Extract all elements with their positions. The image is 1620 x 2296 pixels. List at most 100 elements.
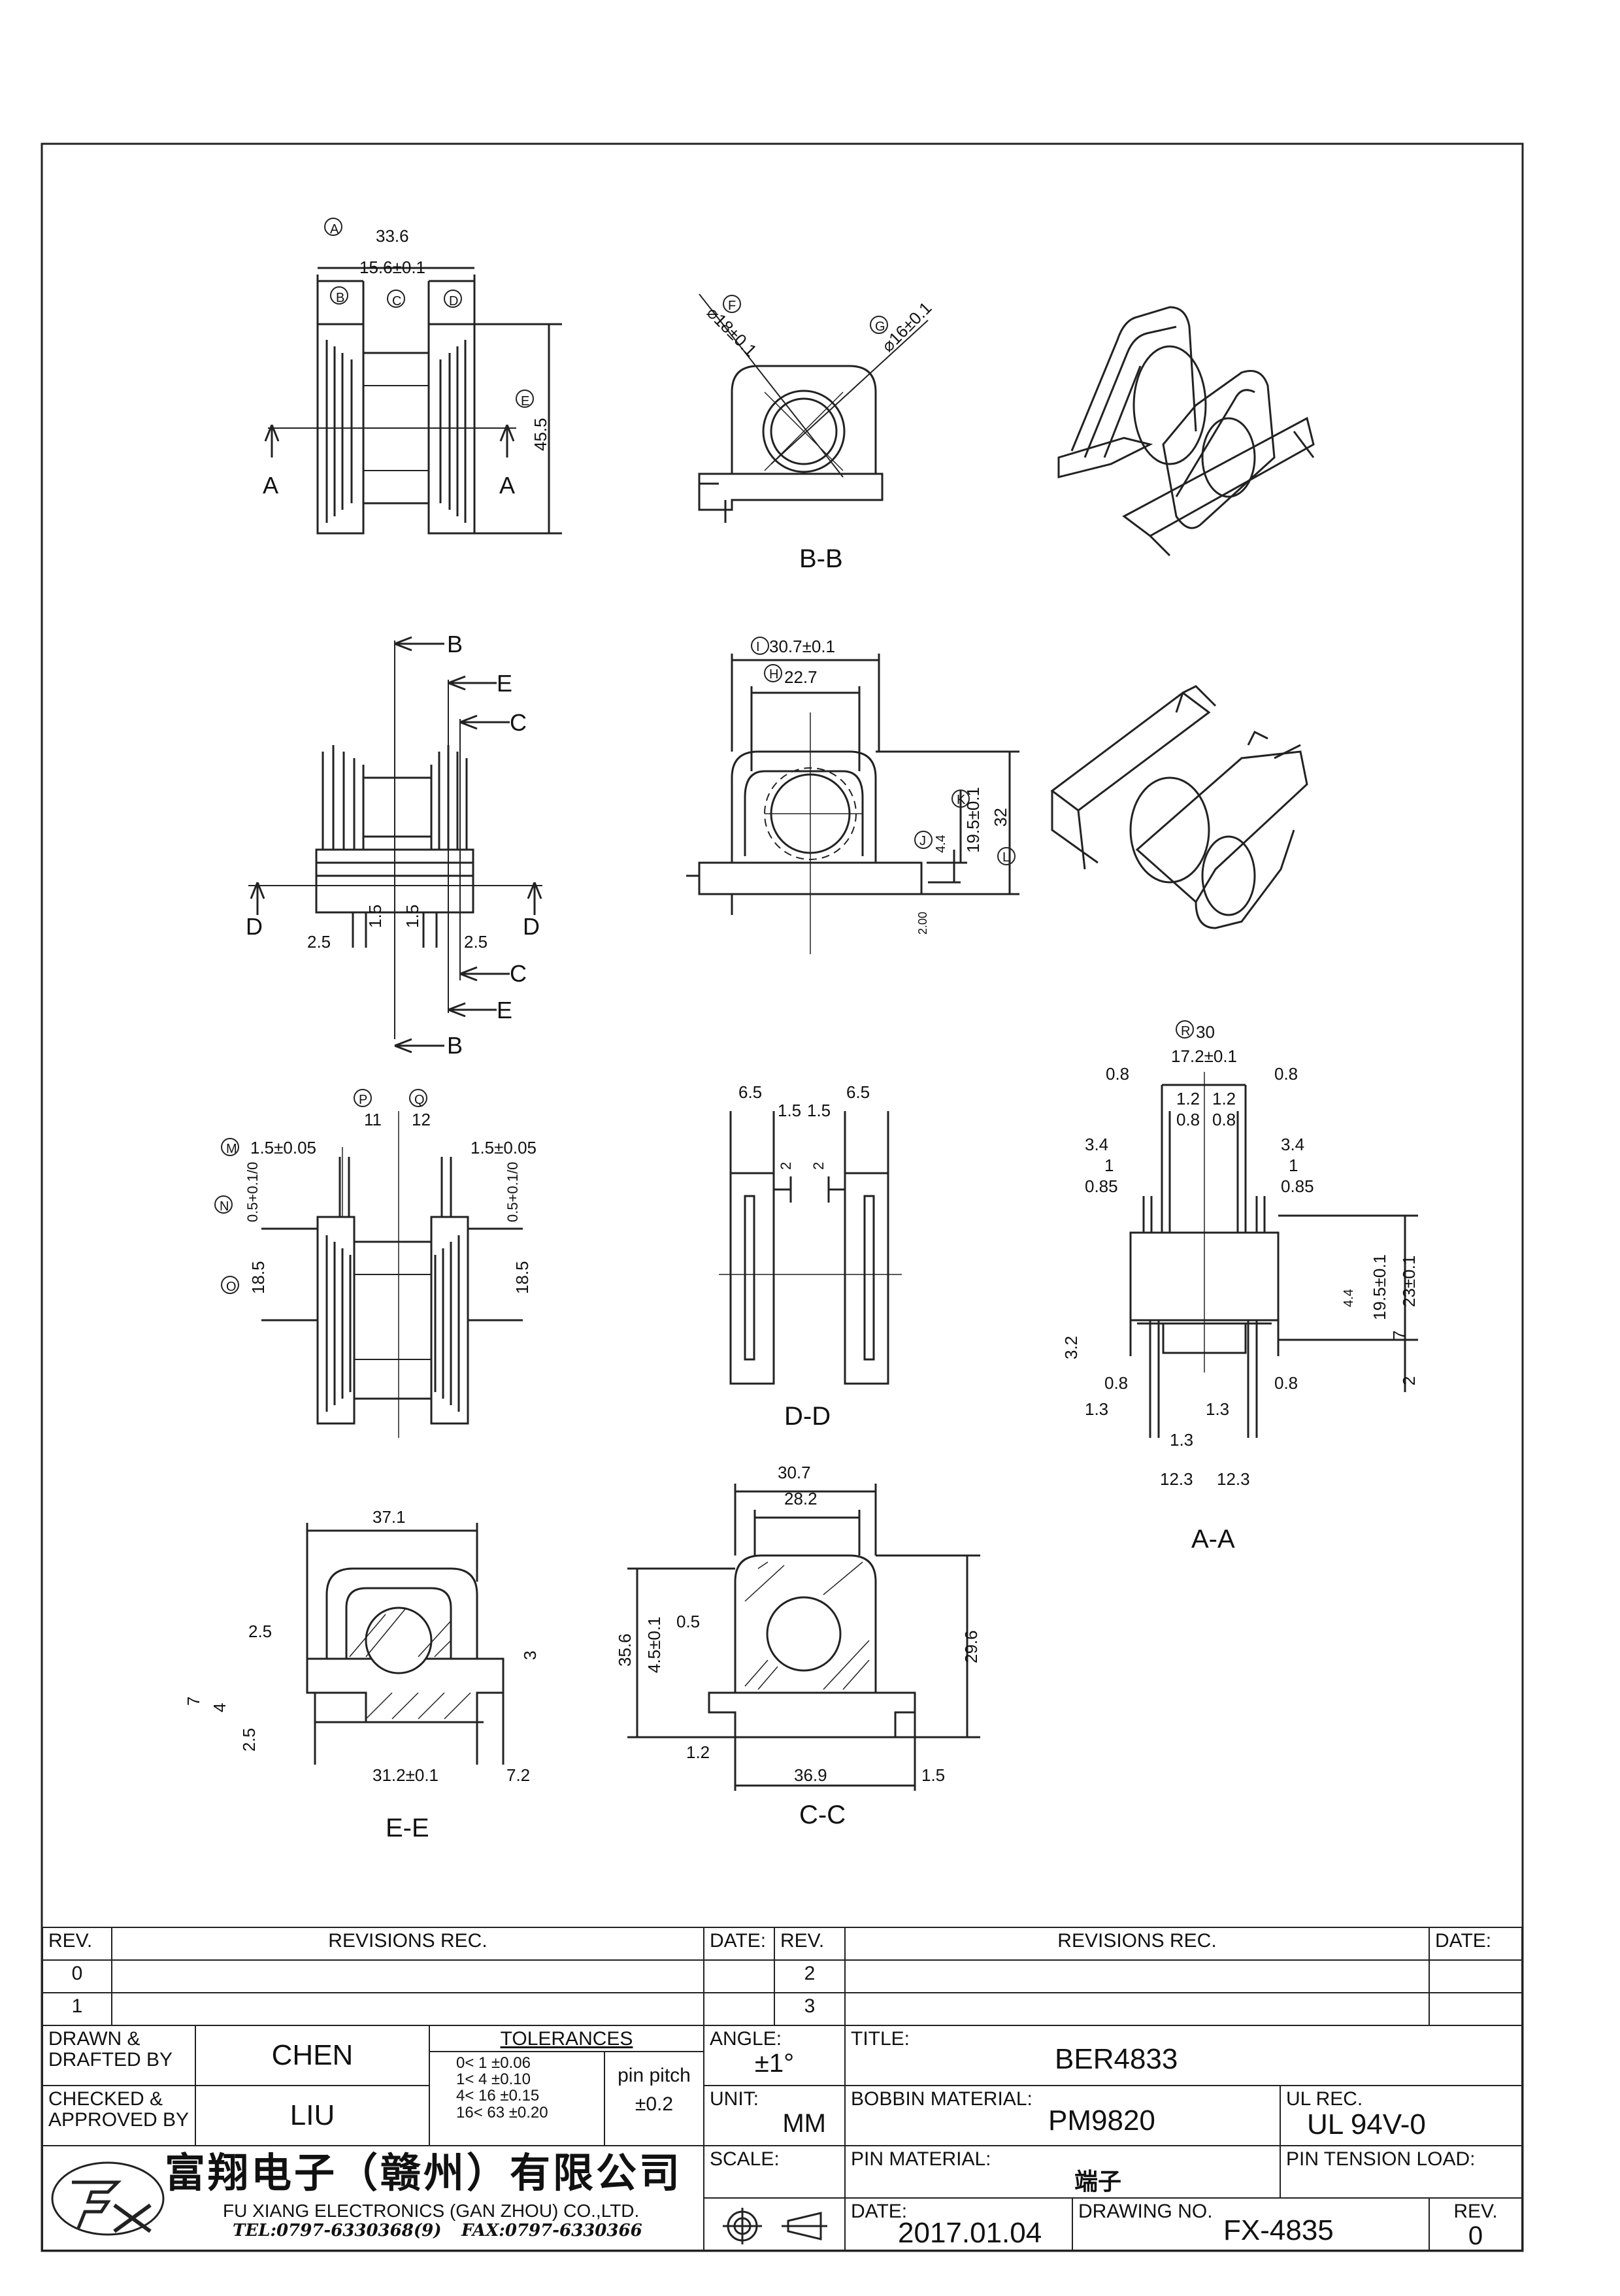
date-label: DATE: [851,2201,908,2222]
dim-cc-0-5: 0.5 [676,1612,700,1631]
rev-row-0-text [111,1959,704,1993]
dim-aa-23: 23±0.1 [1399,1256,1419,1307]
revisions-header-right: REVISIONS REC. [844,1927,1430,1961]
cc-view [627,1484,980,1791]
dim-cc-1-2: 1.2 [686,1742,710,1762]
dim-dia-16: ⌀16±0.1 [878,298,935,356]
dim-4-4: 4.4 [934,835,948,853]
dim-aa-7: 7 [1389,1331,1409,1340]
dim-dd-1-5-right: 1.5 [807,1101,831,1120]
section-a-left: A [263,472,278,499]
label-q: Q [414,1093,425,1107]
drawing-no-label: DRAWING NO. [1078,2201,1213,2222]
dim-15-6: 15.6±0.1 [359,258,425,277]
cc-hatch [744,1561,870,1690]
title-label: TITLE: [851,2028,910,2050]
dim-aa-1-2-a: 1.2 [1176,1089,1200,1108]
view-title-ee: E-E [386,1814,429,1842]
dim-0-5-right: 0.5+0.1/0 [504,1162,521,1222]
dim-12: 12 [412,1110,431,1129]
rev-cell: REV. 0 [1429,2197,1523,2251]
label-n: N [220,1199,229,1214]
rev-row-2-date [1429,1959,1523,1993]
ul-value: UL 94V-0 [1307,2108,1426,2140]
cut-b-top: B [447,631,463,657]
drawing-no-value: FX-4835 [1223,2214,1334,2246]
cut-d-right: D [523,913,540,940]
bb-view [698,293,929,523]
ul-label: UL REC. [1286,2088,1363,2110]
dim-dd-6-5-right: 6.5 [846,1082,870,1102]
label-i: I [756,640,760,654]
cut-e-bottom: E [497,997,512,1023]
dim-1-5-left: 1.5±0.05 [250,1138,316,1157]
dim-aa-1-2-b: 1.2 [1212,1089,1236,1108]
ul-cell: UL REC. UL 94V-0 [1280,2085,1523,2146]
tolerance-row: 1< 4 ±0.10 [456,2071,531,2089]
label-f: F [728,299,736,313]
rev-row-0-date [703,1959,775,1993]
dim-aa-1-3-b: 1.3 [1206,1399,1229,1419]
rev-row-1-date [703,1992,775,2026]
pin-material-value: 端子 [1074,2169,1122,2195]
top-view [264,267,562,535]
label-m: M [226,1142,237,1156]
dim-aa-19-5: 19.5±0.1 [1370,1254,1389,1320]
rev-row-2-text [844,1959,1430,1993]
pin-pitch-value: ±0.2 [635,2093,674,2115]
dim-18-5-right: 18.5 [512,1261,532,1294]
checked-label: CHECKED & APPROVED BY [42,2085,196,2146]
rev-label: REV. [1453,2201,1498,2222]
dim-ee-7: 7 [184,1697,203,1706]
dim-ee-37-1: 37.1 [372,1507,406,1527]
dim-dd-2-right: 2 [810,1162,827,1170]
date-cell: DATE: 2017.01.04 [844,2197,1073,2251]
company-name-en: FU XIANG ELECTRONICS (GAN ZHOU) CO.,LTD. [223,2201,640,2221]
title-block: REV. REVISIONS REC. DATE: REV. REVISIONS… [42,1927,1523,2251]
dim-ee-3: 3 [520,1651,540,1660]
label-k: K [957,793,966,807]
dim-aa-0-8-a: 0.8 [1106,1064,1129,1084]
rev-value: 0 [1468,2221,1483,2250]
dim-dd-6-5-left: 6.5 [738,1082,762,1102]
pin-pitch: pin pitch ±0.2 [604,2051,704,2146]
label-e: E [521,394,529,408]
dim-ee-7-2: 7.2 [506,1765,530,1785]
view-title-dd: D-D [784,1402,831,1431]
dim-front-1-5-left: 1.5 [365,905,385,928]
dim-cc-4-5: 4.5±0.1 [644,1616,664,1673]
tolerance-table: 0< 1 ±0.06 1< 4 ±0.10 4< 16 ±0.15 16< 63… [429,2051,605,2146]
dim-front-2-5-right: 2.5 [464,932,488,952]
dim-aa-1-b: 1 [1289,1156,1298,1175]
dim-aa-3-2: 3.2 [1061,1336,1081,1359]
angle-label: ANGLE: [710,2028,782,2050]
dim-ee-4: 4 [210,1703,229,1712]
pin-material-cell: PIN MATERIAL: 端子 [844,2145,1281,2199]
unit-value: MM [782,2108,826,2138]
dim-aa-1-3-a: 1.3 [1085,1399,1108,1419]
label-c: C [392,294,401,308]
tolerance-row: 4< 16 ±0.15 [456,2087,540,2105]
dim-cc-1-5: 1.5 [921,1765,945,1785]
unit-label: UNIT: [710,2088,759,2110]
pin-material-label: PIN MATERIAL: [851,2148,991,2170]
dim-45-5: 45.5 [531,418,550,451]
dim-cc-28-2: 28.2 [784,1489,818,1508]
bobbin-label: BOBBIN MATERIAL: [851,2088,1033,2110]
dim-aa-3-4-a: 3.4 [1085,1135,1108,1154]
label-b: B [336,291,344,305]
cut-c-bottom: C [510,960,527,987]
rev-row-3-date [1429,1992,1523,2026]
dim-19-5: 19.5±0.1 [963,787,983,853]
aa-view [1129,1072,1418,1438]
cut-e-top: E [497,670,512,697]
rev-row-1-text [111,1992,704,2026]
revisions-header-left: REVISIONS REC. [111,1927,704,1961]
cut-d-left: D [246,913,263,940]
rev-row-3: 3 [774,1992,846,2026]
dim-33-6: 33.6 [376,226,409,246]
dim-dd-1-5-left: 1.5 [778,1101,801,1120]
label-h: H [769,667,778,682]
dim-aa-1-a: 1 [1104,1156,1114,1175]
